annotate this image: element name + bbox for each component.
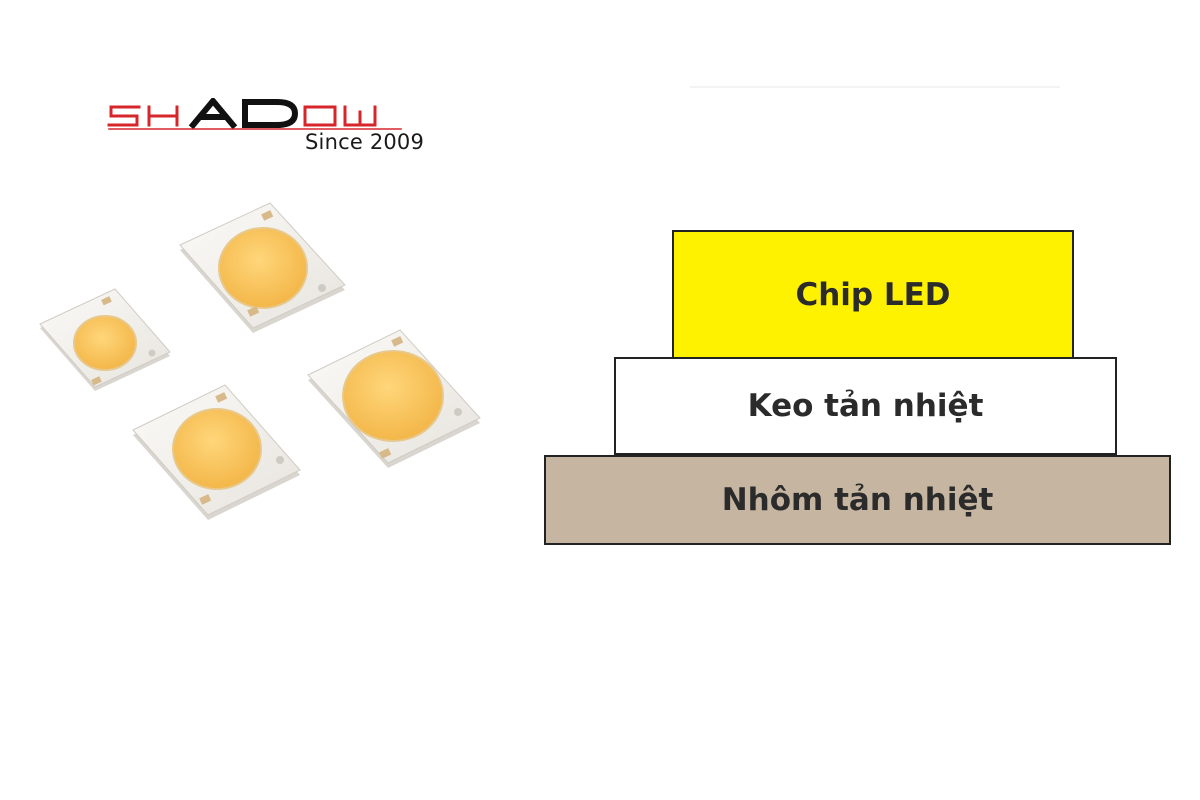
layer-aluminum-heatsink: Nhôm tản nhiệt xyxy=(544,455,1171,545)
logo-letter-d xyxy=(242,99,299,128)
layer-chip-led-label: Chip LED xyxy=(795,277,951,313)
cob-chip-bottom xyxy=(132,384,301,520)
layer-aluminum-heatsink-label: Nhôm tản nhiệt xyxy=(721,482,994,518)
layer-chip-led: Chip LED xyxy=(672,230,1074,360)
logo-letter-h xyxy=(147,105,179,127)
layer-thermal-paste-label: Keo tản nhiệt xyxy=(747,388,984,424)
cob-led-chips-image xyxy=(39,202,481,520)
logo-letter-a xyxy=(188,98,238,130)
cob-chip-right xyxy=(307,329,481,468)
cob-chip-left xyxy=(39,288,171,391)
faint-divider xyxy=(690,86,1060,88)
shadow-wordmark xyxy=(107,98,402,130)
shadow-logo: Since 2009 xyxy=(105,98,445,160)
logo-tagline: Since 2009 xyxy=(305,130,425,154)
logo-letter-w xyxy=(343,105,377,127)
layer-thermal-paste: Keo tản nhiệt xyxy=(614,357,1117,455)
logo-letter-o xyxy=(303,105,337,127)
cob-chip-top xyxy=(179,202,346,333)
logo-letter-s xyxy=(107,105,141,127)
